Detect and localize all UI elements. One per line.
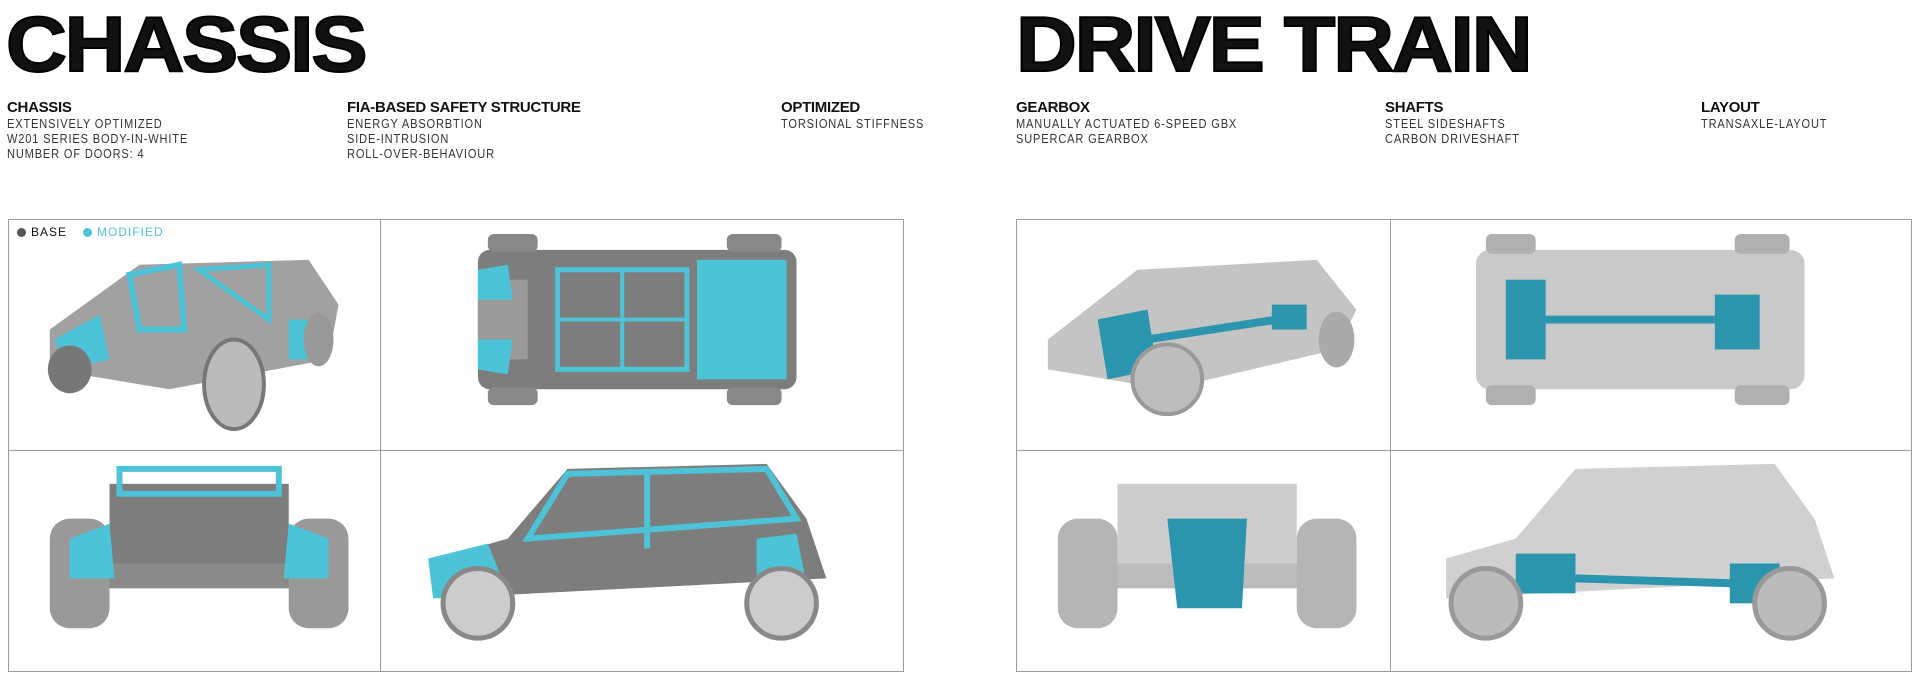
spec-line: STEEL SIDESHAFTS bbox=[1385, 116, 1506, 131]
spec-line: MANUALLY ACTUATED 6-SPEED GBX bbox=[1016, 116, 1238, 131]
spec-heading: FIA-BASED SAFETY STRUCTURE bbox=[347, 99, 581, 116]
drivetrain-iso-view-image bbox=[1047, 259, 1357, 417]
drivetrain-side-view-image bbox=[1446, 463, 1835, 641]
spec-line: TORSIONAL STIFFNESS bbox=[781, 116, 925, 131]
legend-label: BASE bbox=[31, 225, 68, 239]
drivetrain-spec-layout: LAYOUT TRANSAXLE-LAYOUT bbox=[1701, 99, 1850, 132]
chassis-side-view-image bbox=[428, 463, 827, 641]
chassis-image-grid: BASE MODIFIED bbox=[8, 219, 904, 672]
spec-line: SUPERCAR GEARBOX bbox=[1016, 131, 1149, 146]
legend-modified: MODIFIED bbox=[83, 225, 164, 239]
legend-base: BASE bbox=[17, 225, 67, 239]
spec-line: ROLL-OVER-BEHAVIOUR bbox=[347, 146, 495, 161]
drivetrain-rear-view-image bbox=[1057, 483, 1357, 629]
chassis-spec-chassis: CHASSIS EXTENSIVELY OPTIMIZED W201 SERIE… bbox=[7, 99, 220, 162]
spec-heading: GEARBOX bbox=[1016, 99, 1090, 116]
spec-heading: SHAFTS bbox=[1385, 99, 1444, 116]
spec-heading: OPTIMIZED bbox=[781, 99, 860, 116]
spec-heading: CHASSIS bbox=[7, 99, 72, 116]
spec-line: CARBON DRIVESHAFT bbox=[1385, 131, 1520, 146]
spec-heading: LAYOUT bbox=[1701, 99, 1760, 116]
chassis-spec-optimized: OPTIMIZED TORSIONAL STIFFNESS bbox=[781, 99, 950, 132]
drivetrain-renders bbox=[1047, 233, 1835, 641]
spec-line: ENERGY ABSORBTION bbox=[347, 116, 483, 131]
modified-dot-icon bbox=[83, 228, 93, 237]
chassis-title: CHASSIS bbox=[5, 0, 369, 88]
chassis-iso-view-image bbox=[47, 259, 339, 432]
drivetrain-spec-gearbox: GEARBOX MANUALLY ACTUATED 6-SPEED GBX SU… bbox=[1016, 99, 1276, 147]
drivetrain-top-view-image bbox=[1475, 233, 1805, 406]
chassis-top-view-image bbox=[477, 233, 797, 406]
spec-line: SIDE-INTRUSION bbox=[347, 131, 450, 146]
legend: BASE MODIFIED bbox=[17, 225, 164, 239]
base-dot-icon bbox=[17, 228, 26, 237]
chassis-renders bbox=[47, 233, 827, 641]
legend-label: MODIFIED bbox=[97, 225, 164, 239]
spec-line: TRANSAXLE-LAYOUT bbox=[1701, 116, 1828, 131]
drivetrain-spec-shafts: SHAFTS STEEL SIDESHAFTS CARBON DRIVESHAF… bbox=[1385, 99, 1544, 147]
drivetrain-title: DRIVE TRAIN bbox=[1015, 0, 1534, 88]
chassis-spec-safety: FIA-BASED SAFETY STRUCTURE ENERGY ABSORB… bbox=[347, 99, 581, 162]
spec-line: EXTENSIVELY OPTIMIZED bbox=[7, 116, 163, 131]
chassis-rear-view-image bbox=[49, 465, 349, 629]
drivetrain-image-grid bbox=[1016, 219, 1912, 672]
spec-line: W201 SERIES BODY-IN-WHITE bbox=[7, 131, 189, 146]
spec-line: NUMBER OF DOORS: 4 bbox=[7, 146, 145, 161]
